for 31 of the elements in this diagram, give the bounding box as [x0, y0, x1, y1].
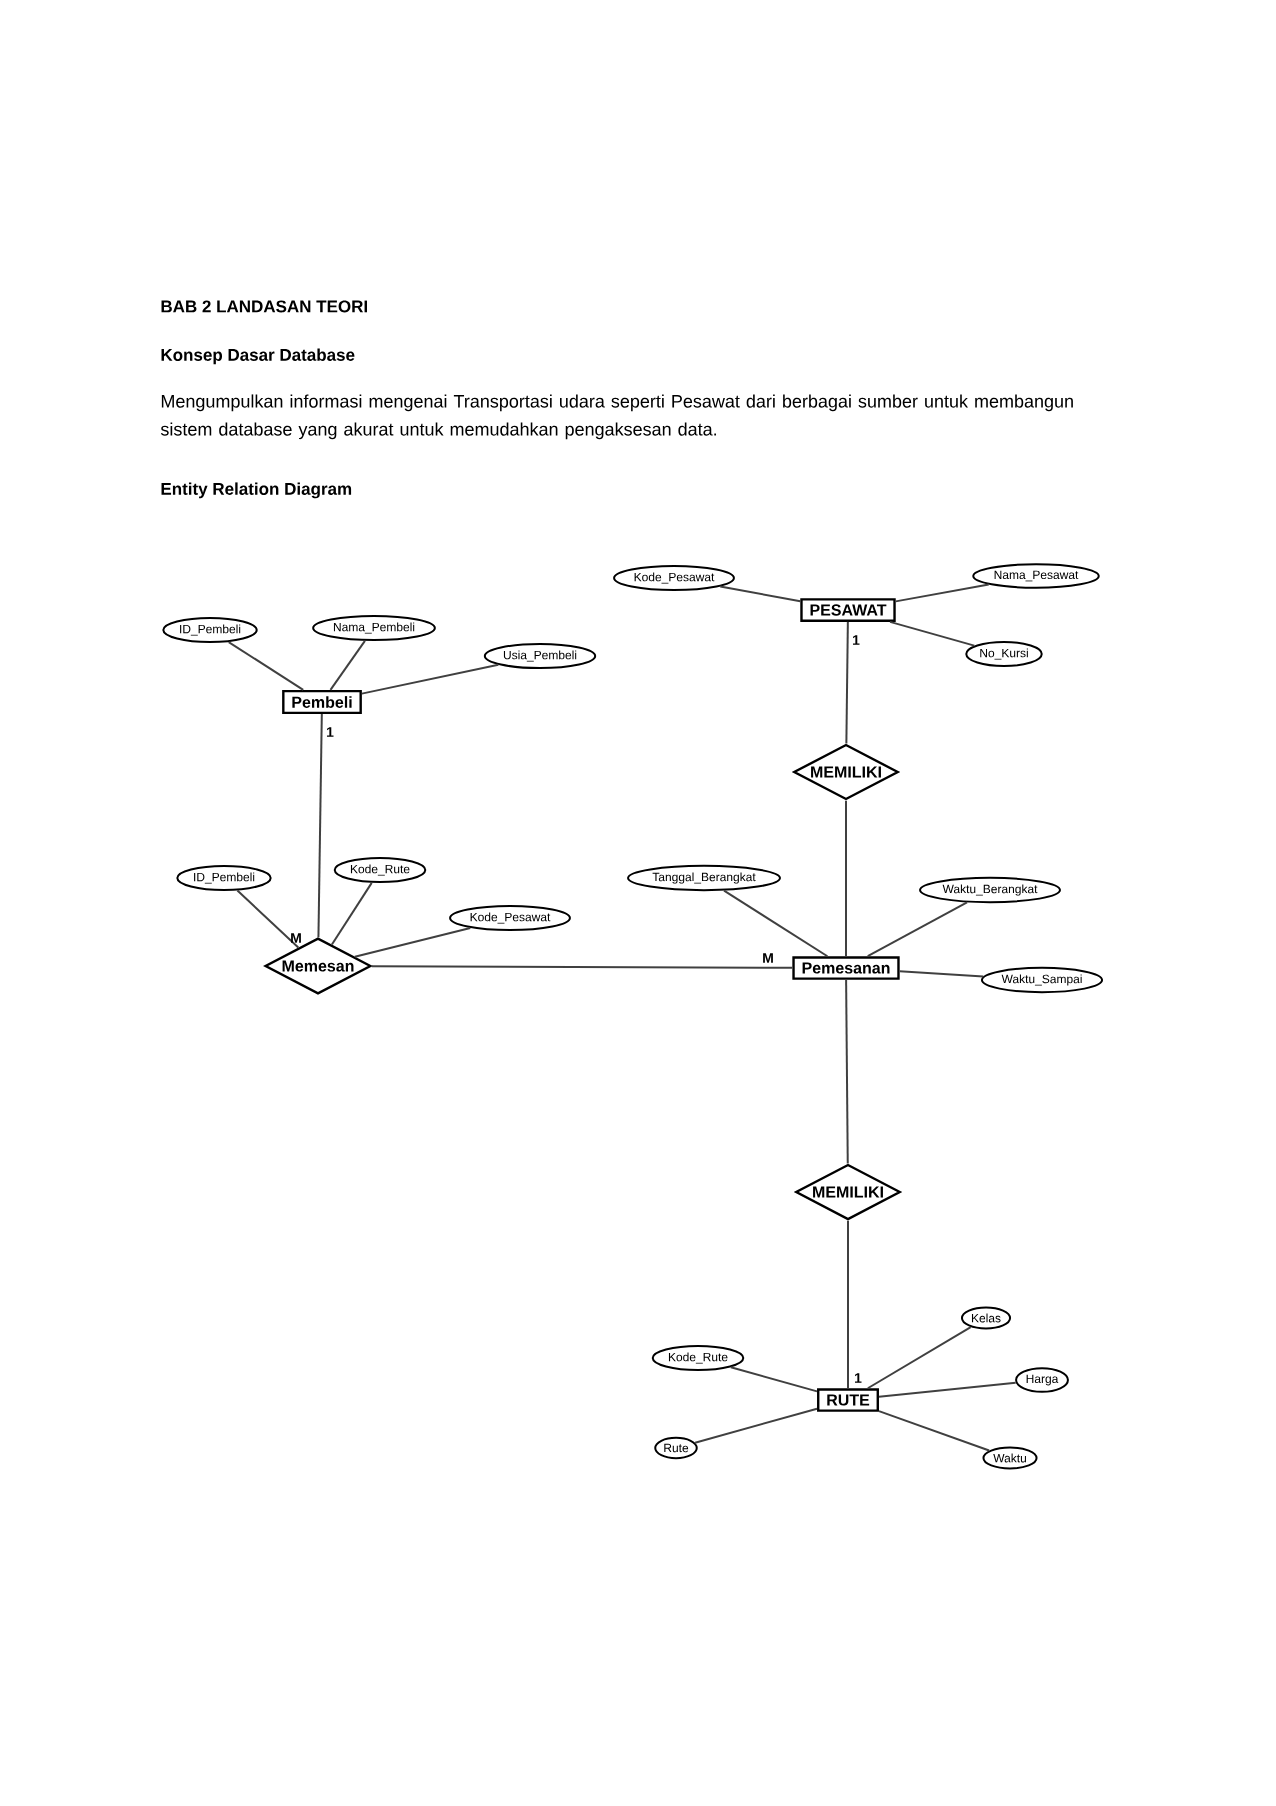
entity-box: Pemesanan [792, 956, 900, 980]
connector-line [723, 889, 829, 958]
entity-box: RUTE [817, 1388, 879, 1412]
heading: BAB 2 LANDASAN TEORI [161, 300, 367, 313]
connector-line [317, 713, 323, 939]
connector-line [847, 1219, 849, 1390]
connector-line [329, 639, 366, 691]
entity-box: PESAWAT [800, 598, 896, 622]
subheading: Konsep Dasar Database [161, 348, 355, 365]
connector-line [370, 965, 794, 969]
connector-line [360, 663, 500, 695]
connector-line [878, 1410, 991, 1452]
connector-line [227, 641, 305, 691]
connector-line [353, 926, 472, 958]
connector-line [845, 620, 849, 745]
connector-line [866, 1326, 972, 1390]
connector-line [694, 1407, 819, 1444]
connector-line [878, 1381, 1017, 1398]
connector-line [866, 901, 969, 958]
connector-line [898, 970, 985, 978]
connector-line [845, 799, 847, 958]
subheading: Entity Relation Diagram [161, 482, 352, 499]
connector-line [894, 583, 990, 603]
connector-line [889, 620, 976, 647]
connector-line [719, 585, 802, 603]
paragraph: Mengumpulkan informasi mengenai Transportasi udara seperti Pesawat dari berbagai sumber untuk membangun sistem database yang akurat untuk memudahkan pengaksesan data. [160, 394, 1073, 440]
entity-box: Pembeli [282, 689, 362, 715]
connector-line [845, 978, 849, 1165]
connector-line [330, 881, 373, 946]
connector-line [729, 1366, 819, 1393]
connector-line [236, 889, 300, 949]
